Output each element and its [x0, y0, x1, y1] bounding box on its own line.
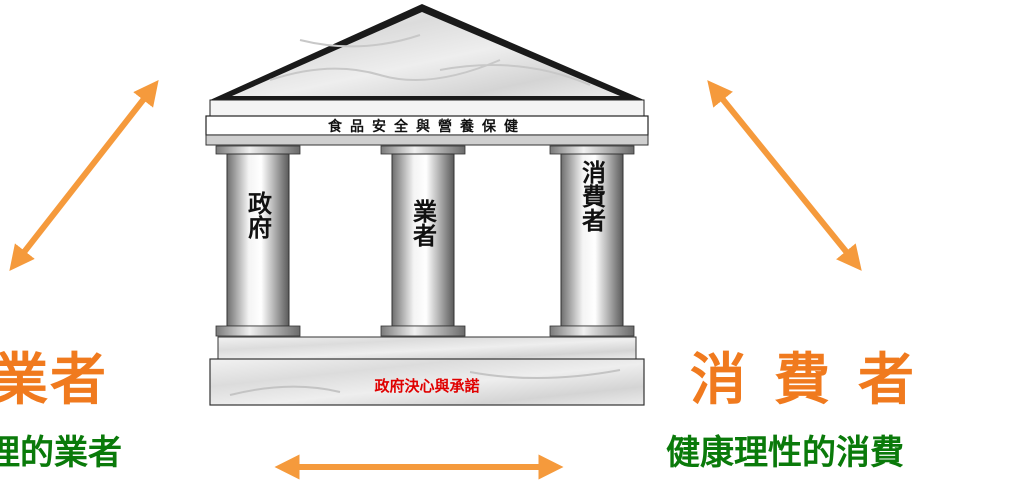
- pillar-label: 業者: [409, 199, 438, 247]
- left-stakeholder-subtitle: 理的業者: [0, 433, 122, 473]
- temple-banner: 食品安全與營養保健: [205, 99, 649, 146]
- pillar-consumer: 消費者: [549, 145, 635, 337]
- pillar-label: 政府: [244, 191, 273, 240]
- temple-roof: [210, 4, 644, 100]
- right-stakeholder-subtitle: 健康理性的消費: [666, 433, 904, 473]
- roof-banner-text: 食品安全與營養保健: [328, 118, 526, 135]
- pillar-label: 消費者: [578, 160, 607, 232]
- pillar-industry: 業者: [380, 145, 466, 337]
- right-stakeholder-title: 消費者: [690, 347, 942, 413]
- arrow-left-diagonal: [9, 80, 159, 271]
- arrow-right-diagonal: [707, 80, 862, 271]
- left-stakeholder-title: 業者: [0, 347, 108, 413]
- relation-arrows: [9, 80, 862, 480]
- foundation-text: 政府決心與承諾: [374, 377, 479, 395]
- pillar-government: 政府: [215, 145, 301, 337]
- temple-foundation: 政府決心與承諾: [209, 336, 645, 406]
